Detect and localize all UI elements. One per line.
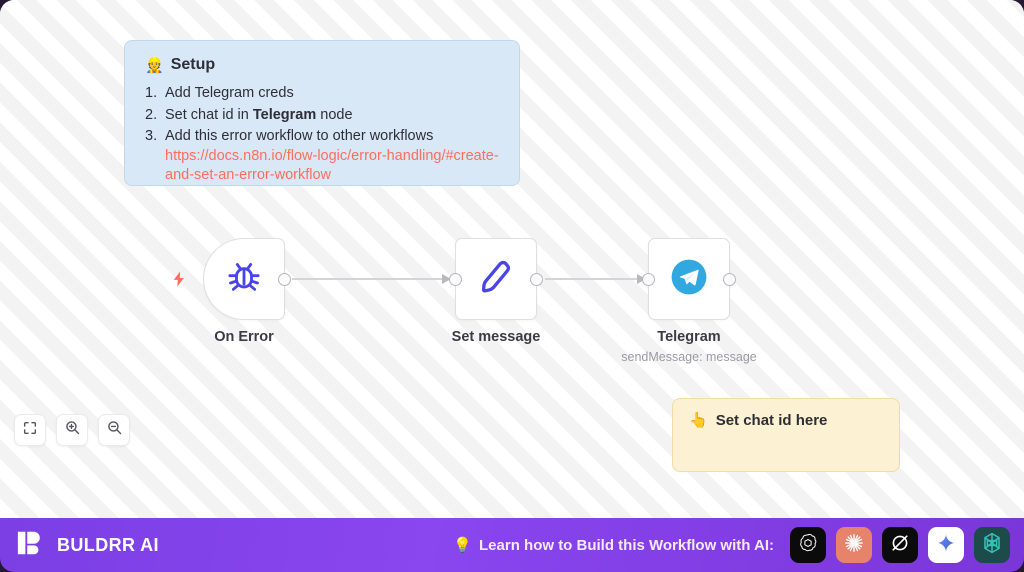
setup-steps-list: Add Telegram creds Set chat id in Telegr… <box>145 83 499 185</box>
pointing-hand-icon: 👆 <box>689 412 708 429</box>
telegram-icon <box>667 255 711 304</box>
lightbulb-icon: 💡 <box>453 537 473 554</box>
connector-on-error-to-set-message[interactable] <box>292 274 451 284</box>
node-telegram-label: Telegram <box>657 329 721 345</box>
connector-arrow-icon <box>442 274 451 284</box>
node-set-message-output-port[interactable] <box>530 272 543 286</box>
openai-icon-button[interactable] <box>790 527 826 563</box>
setup-step-3: Add this error workflow to other workflo… <box>145 126 499 185</box>
node-set-message-input-port[interactable] <box>449 272 462 286</box>
bug-icon <box>224 257 264 302</box>
promo-banner: BULDRR AI 💡 Learn how to Build this Work… <box>0 518 1024 572</box>
trigger-bolt-icon <box>170 270 188 292</box>
buldrr-logo-icon <box>16 528 46 563</box>
banner-cta-label: Learn how to Build this Workflow with AI… <box>479 536 774 554</box>
node-set-message[interactable]: Set message <box>449 238 543 345</box>
n8n-icon <box>980 531 1004 560</box>
fit-to-view-button[interactable] <box>14 414 46 446</box>
sticky-note-setup-heading: Setup <box>170 56 216 73</box>
claude-icon <box>843 532 865 559</box>
node-set-message-label: Set message <box>451 329 541 345</box>
construction-worker-icon: 👷 <box>145 56 164 74</box>
workflow-canvas[interactable]: 👷 Setup Add Telegram creds Set chat id i… <box>0 0 1024 518</box>
setup-step-2: Set chat id in Telegram node <box>145 105 499 126</box>
gemini-icon <box>936 533 956 558</box>
setup-step-1-text: Add Telegram creds <box>165 85 294 101</box>
banner-cta-text-group: 💡 Learn how to Build this Workflow with … <box>453 536 774 555</box>
zoom-in-button[interactable] <box>56 414 88 446</box>
grok-icon <box>889 532 911 559</box>
sticky-note-set-chat-id[interactable]: 👆 Set chat id here <box>672 398 900 472</box>
node-on-error-output-port[interactable] <box>278 272 291 286</box>
sticky-note-set-chat-id-title: 👆 Set chat id here <box>689 411 883 431</box>
openai-icon <box>797 532 819 559</box>
canvas-zoom-toolbar <box>14 414 130 446</box>
brand-name-label: BULDRR AI <box>57 534 159 555</box>
setup-step-3-text: Add this error workflow to other workflo… <box>165 128 434 144</box>
node-telegram-sublabel: sendMessage: message <box>621 350 757 364</box>
setup-step-2-bold: Telegram <box>252 106 317 123</box>
ai-provider-icons <box>790 527 1010 563</box>
zoom-out-button[interactable] <box>98 414 130 446</box>
sticky-note-setup[interactable]: 👷 Setup Add Telegram creds Set chat id i… <box>124 40 520 186</box>
node-on-error[interactable]: On Error <box>203 238 291 345</box>
zoom-out-icon <box>106 419 123 441</box>
node-on-error-label: On Error <box>214 329 274 345</box>
error-handling-docs-link[interactable]: https://docs.n8n.io/flow-logic/error-han… <box>165 147 499 183</box>
setup-step-2-text-after: node <box>316 106 353 123</box>
gemini-icon-button[interactable] <box>928 527 964 563</box>
grok-icon-button[interactable] <box>882 527 918 563</box>
claude-icon-button[interactable] <box>836 527 872 563</box>
n8n-icon-button[interactable] <box>974 527 1010 563</box>
setup-step-2-text-before: Set chat id in <box>165 106 253 123</box>
node-telegram-output-port[interactable] <box>723 272 736 286</box>
pen-icon <box>475 256 517 303</box>
zoom-in-icon <box>64 419 81 441</box>
sticky-note-setup-title: 👷 Setup <box>145 55 499 75</box>
connector-arrow-icon <box>637 274 646 284</box>
sticky-note-set-chat-id-heading: Set chat id here <box>715 412 828 429</box>
setup-step-1: Add Telegram creds <box>145 83 499 104</box>
connector-set-message-to-telegram[interactable] <box>545 274 646 284</box>
node-telegram-input-port[interactable] <box>642 272 655 286</box>
node-telegram[interactable]: Telegram sendMessage: message <box>621 238 757 364</box>
fit-view-icon <box>22 420 38 441</box>
banner-cta-group: 💡 Learn how to Build this Workflow with … <box>453 527 1010 563</box>
brand-logo-group[interactable]: BULDRR AI <box>16 528 159 563</box>
